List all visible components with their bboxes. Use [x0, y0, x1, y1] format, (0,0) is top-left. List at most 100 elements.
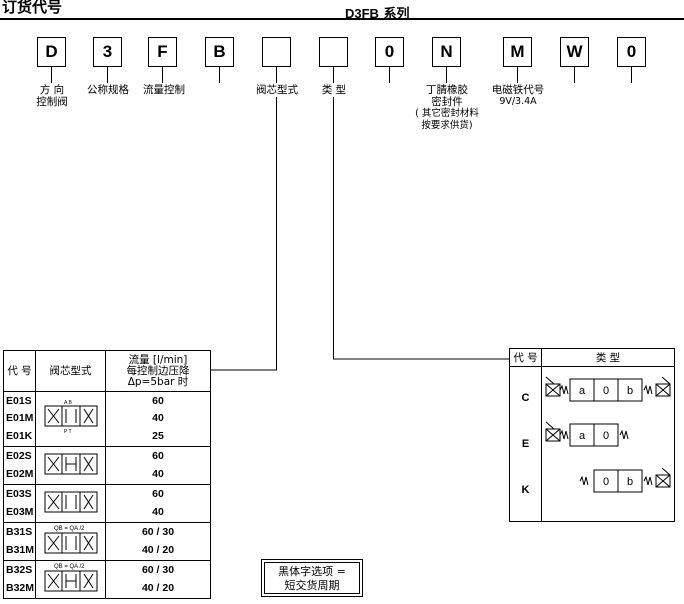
type-c-cell-b: b: [627, 385, 633, 397]
label-direction-line1: 方 向: [39, 84, 65, 96]
value: 40: [152, 412, 164, 425]
row-codes: E02S E02M: [3, 446, 36, 485]
type-table-header: 代 号 类 型: [509, 348, 675, 367]
row-values: 60 40: [105, 484, 211, 523]
header-flow-line1: 流量 [l/min]: [128, 353, 188, 366]
code-b31s: B31S: [6, 526, 33, 538]
header-code: 代 号: [3, 350, 36, 392]
code-box-5: [262, 37, 291, 67]
type-c-cell-0: 0: [603, 385, 609, 397]
spool-b31-icon: QB = QA /2: [44, 526, 97, 553]
table-row: E03S E03M 60 40: [3, 484, 211, 523]
type-code-e: E: [521, 438, 530, 450]
row-codes: B31S B31M: [3, 522, 36, 561]
table-row: B32S B32M QB = QA /2 60 / 30 40 / 20: [3, 560, 211, 599]
code-e03m: E03M: [6, 505, 34, 518]
header-rule: [0, 18, 684, 20]
label-type: 类 型: [321, 84, 347, 96]
spool-symbol-e01: A B P T: [35, 391, 106, 447]
value: 60 / 30: [141, 564, 175, 576]
formula-b32: QB = QA /2: [54, 564, 85, 570]
spool-symbol-b31: QB = QA /2: [35, 522, 106, 561]
value: 60: [152, 488, 164, 500]
value: 40 / 20: [141, 581, 175, 594]
type-header-code: 代 号: [509, 348, 542, 367]
formula-b31: QB = QA /2: [54, 526, 85, 532]
spool-table: 代 号 阀芯型式 流量 [l/min] 每控制边压降 Δp=5bar 时 E01…: [3, 350, 211, 599]
spool-e01-icon: A B P T: [44, 400, 97, 435]
label-direction-line2: 控制阀: [36, 96, 68, 108]
type-code-c: C: [521, 392, 530, 404]
note-line1: 黑体字选项 =: [278, 565, 346, 578]
type-e-cell-0: 0: [603, 430, 609, 442]
label-spool-type: 阀芯型式: [256, 84, 298, 96]
row-values: 60 40: [105, 446, 211, 485]
type-code-k: K: [521, 484, 530, 496]
row-codes: E03S E03M: [3, 484, 36, 523]
spool-e02-icon: [44, 453, 97, 474]
table-row: E01S E01M E01K A B P T 60 40 25: [3, 391, 211, 447]
code-e03s: E03S: [6, 488, 32, 500]
row-values: 60 / 30 40 / 20: [105, 522, 211, 561]
row-values: 60 / 30 40 / 20: [105, 560, 211, 599]
value: 40 / 20: [141, 543, 175, 556]
type-k-cell-0: 0: [603, 476, 609, 488]
port-top-label: A B: [64, 400, 72, 406]
code-box-6: [319, 37, 348, 67]
note-inner: 黑体字选项 = 短交货周期: [264, 562, 360, 594]
code-e01s: E01S: [6, 394, 32, 407]
row-values: 60 40 25: [105, 391, 211, 447]
header-flow: 流量 [l/min] 每控制边压降 Δp=5bar 时: [105, 350, 211, 392]
code-b32m: B32M: [6, 581, 35, 594]
code-e02m: E02M: [6, 467, 34, 480]
spool-symbol-b32: QB = QA /2: [35, 560, 106, 599]
type-symbols-icon: a 0 b a 0 0 b: [545, 376, 671, 493]
label-seal-line4: 按要求供货): [421, 120, 473, 131]
value: 60: [152, 450, 164, 462]
type-codes: C E K: [509, 366, 542, 522]
header-flow-line2: 每控制边压降: [126, 364, 190, 377]
type-symbols: a 0 b a 0 0 b: [541, 366, 675, 522]
page-title: 订货代号: [2, 0, 63, 16]
table-row: E02S E02M 60 40: [3, 446, 211, 485]
label-solenoid-line1: 电磁铁代号: [491, 84, 545, 96]
label-seal-line2: 密封件: [431, 96, 463, 108]
value: 60: [152, 394, 164, 407]
code-box-11: 0: [617, 37, 646, 67]
code-box-10: W: [560, 37, 589, 67]
value: 40: [152, 467, 164, 480]
code-e02s: E02S: [6, 450, 32, 462]
label-solenoid-line2: 9V/3.4A: [499, 96, 537, 107]
type-k-cell-b: b: [627, 476, 633, 488]
label-flow-control: 流量控制: [143, 84, 185, 96]
table-row: B31S B31M QB = QA /2 60 / 30 40 / 20: [3, 522, 211, 561]
type-c-cell-a: a: [579, 385, 586, 397]
spool-symbol-e03: [35, 484, 106, 523]
note-line2: 短交货周期: [284, 579, 340, 592]
code-box-1: D: [37, 37, 66, 67]
label-solenoid: 电磁铁代号 9V/3.4A: [488, 84, 548, 108]
header-flow-line3: Δp=5bar 时: [127, 375, 189, 388]
header-spool: 阀芯型式: [35, 350, 106, 392]
code-b31m: B31M: [6, 543, 35, 556]
spool-b32-icon: QB = QA /2: [44, 564, 97, 591]
value: 60 / 30: [141, 526, 175, 538]
spool-e03-icon: [44, 491, 97, 512]
spool-table-header: 代 号 阀芯型式 流量 [l/min] 每控制边压降 Δp=5bar 时: [3, 350, 211, 392]
row-codes: B32S B32M: [3, 560, 36, 599]
value: 25: [152, 429, 164, 442]
label-direction: 方 向 控制阀: [30, 84, 74, 108]
type-table: 代 号 类 型 C E K: [509, 348, 675, 522]
short-delivery-note: 黑体字选项 = 短交货周期: [261, 559, 363, 597]
table-row: C E K: [509, 366, 675, 522]
label-seal-line3: ( 其它密封材料: [415, 108, 479, 119]
label-seal-line1: 丁腈橡胶: [426, 84, 468, 96]
label-seal: 丁腈橡胶 密封件 ( 其它密封材料 按要求供货): [408, 84, 486, 132]
code-box-3: F: [148, 37, 177, 67]
series-code: D3FB: [345, 6, 379, 21]
code-box-9: M: [503, 37, 532, 67]
code-box-2: 3: [93, 37, 122, 67]
code-box-7: 0: [375, 37, 404, 67]
label-nominal-size: 公称规格: [87, 84, 129, 96]
